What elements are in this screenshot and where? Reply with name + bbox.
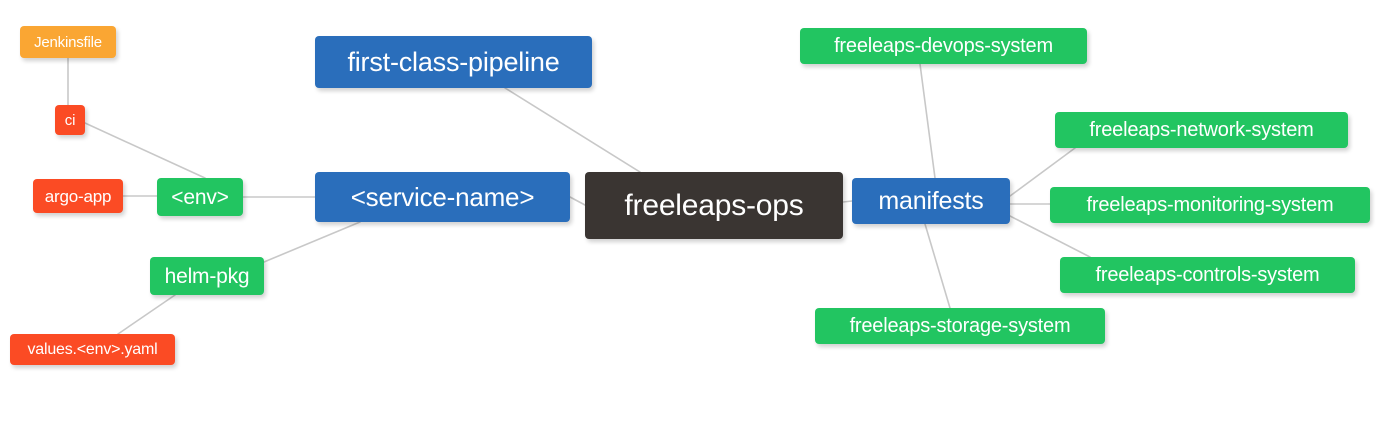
node-freeleaps-ops[interactable]: freeleaps-ops (585, 172, 843, 239)
node-label: <service-name> (350, 182, 535, 212)
node-manifests[interactable]: manifests (852, 178, 1010, 224)
node-freeleaps-storage-system[interactable]: freeleaps-storage-system (815, 308, 1105, 344)
node-label: <env> (171, 185, 229, 209)
edge-helm-pkg-to-values-env-yaml (117, 294, 176, 335)
edge-freeleaps-ops-to-first-class-pipeline (504, 87, 641, 173)
node-label: Jenkinsfile (34, 33, 102, 51)
node-env[interactable]: <env> (157, 178, 243, 216)
node-freeleaps-controls-system[interactable]: freeleaps-controls-system (1060, 257, 1355, 293)
node-label: freeleaps-network-system (1089, 119, 1314, 141)
node-values-env-yaml[interactable]: values.<env>.yaml (10, 334, 175, 365)
node-label: values.<env>.yaml (27, 340, 158, 358)
node-freeleaps-devops-system[interactable]: freeleaps-devops-system (800, 28, 1087, 64)
node-service-name[interactable]: <service-name> (315, 172, 570, 222)
node-freeleaps-network-system[interactable]: freeleaps-network-system (1055, 112, 1348, 148)
edge-manifests-to-freeleaps-devops-system (919, 63, 936, 179)
node-first-class-pipeline[interactable]: first-class-pipeline (315, 36, 592, 88)
node-jenkinsfile[interactable]: Jenkinsfile (20, 26, 116, 58)
node-argo-app[interactable]: argo-app (33, 179, 123, 213)
node-ci[interactable]: ci (55, 105, 85, 135)
node-label: ci (64, 111, 76, 129)
node-label: helm-pkg (164, 264, 250, 288)
edge-manifests-to-freeleaps-storage-system (924, 223, 951, 309)
edge-freeleaps-ops-to-service-name (569, 196, 586, 206)
node-label: freeleaps-devops-system (834, 35, 1053, 57)
node-label: freeleaps-monitoring-system (1086, 194, 1334, 216)
edge-freeleaps-ops-to-manifests (842, 200, 853, 203)
node-label: manifests (878, 186, 984, 215)
node-helm-pkg[interactable]: helm-pkg (150, 257, 264, 295)
node-label: freeleaps-controls-system (1095, 264, 1320, 286)
node-label: first-class-pipeline (347, 46, 560, 77)
edge-env-to-ci (84, 122, 206, 179)
node-label: freeleaps-storage-system (849, 315, 1071, 337)
node-freeleaps-monitoring-system[interactable]: freeleaps-monitoring-system (1050, 187, 1370, 223)
node-label: freeleaps-ops (624, 188, 804, 222)
edge-service-name-to-helm-pkg (263, 221, 361, 263)
node-label: argo-app (44, 186, 112, 206)
